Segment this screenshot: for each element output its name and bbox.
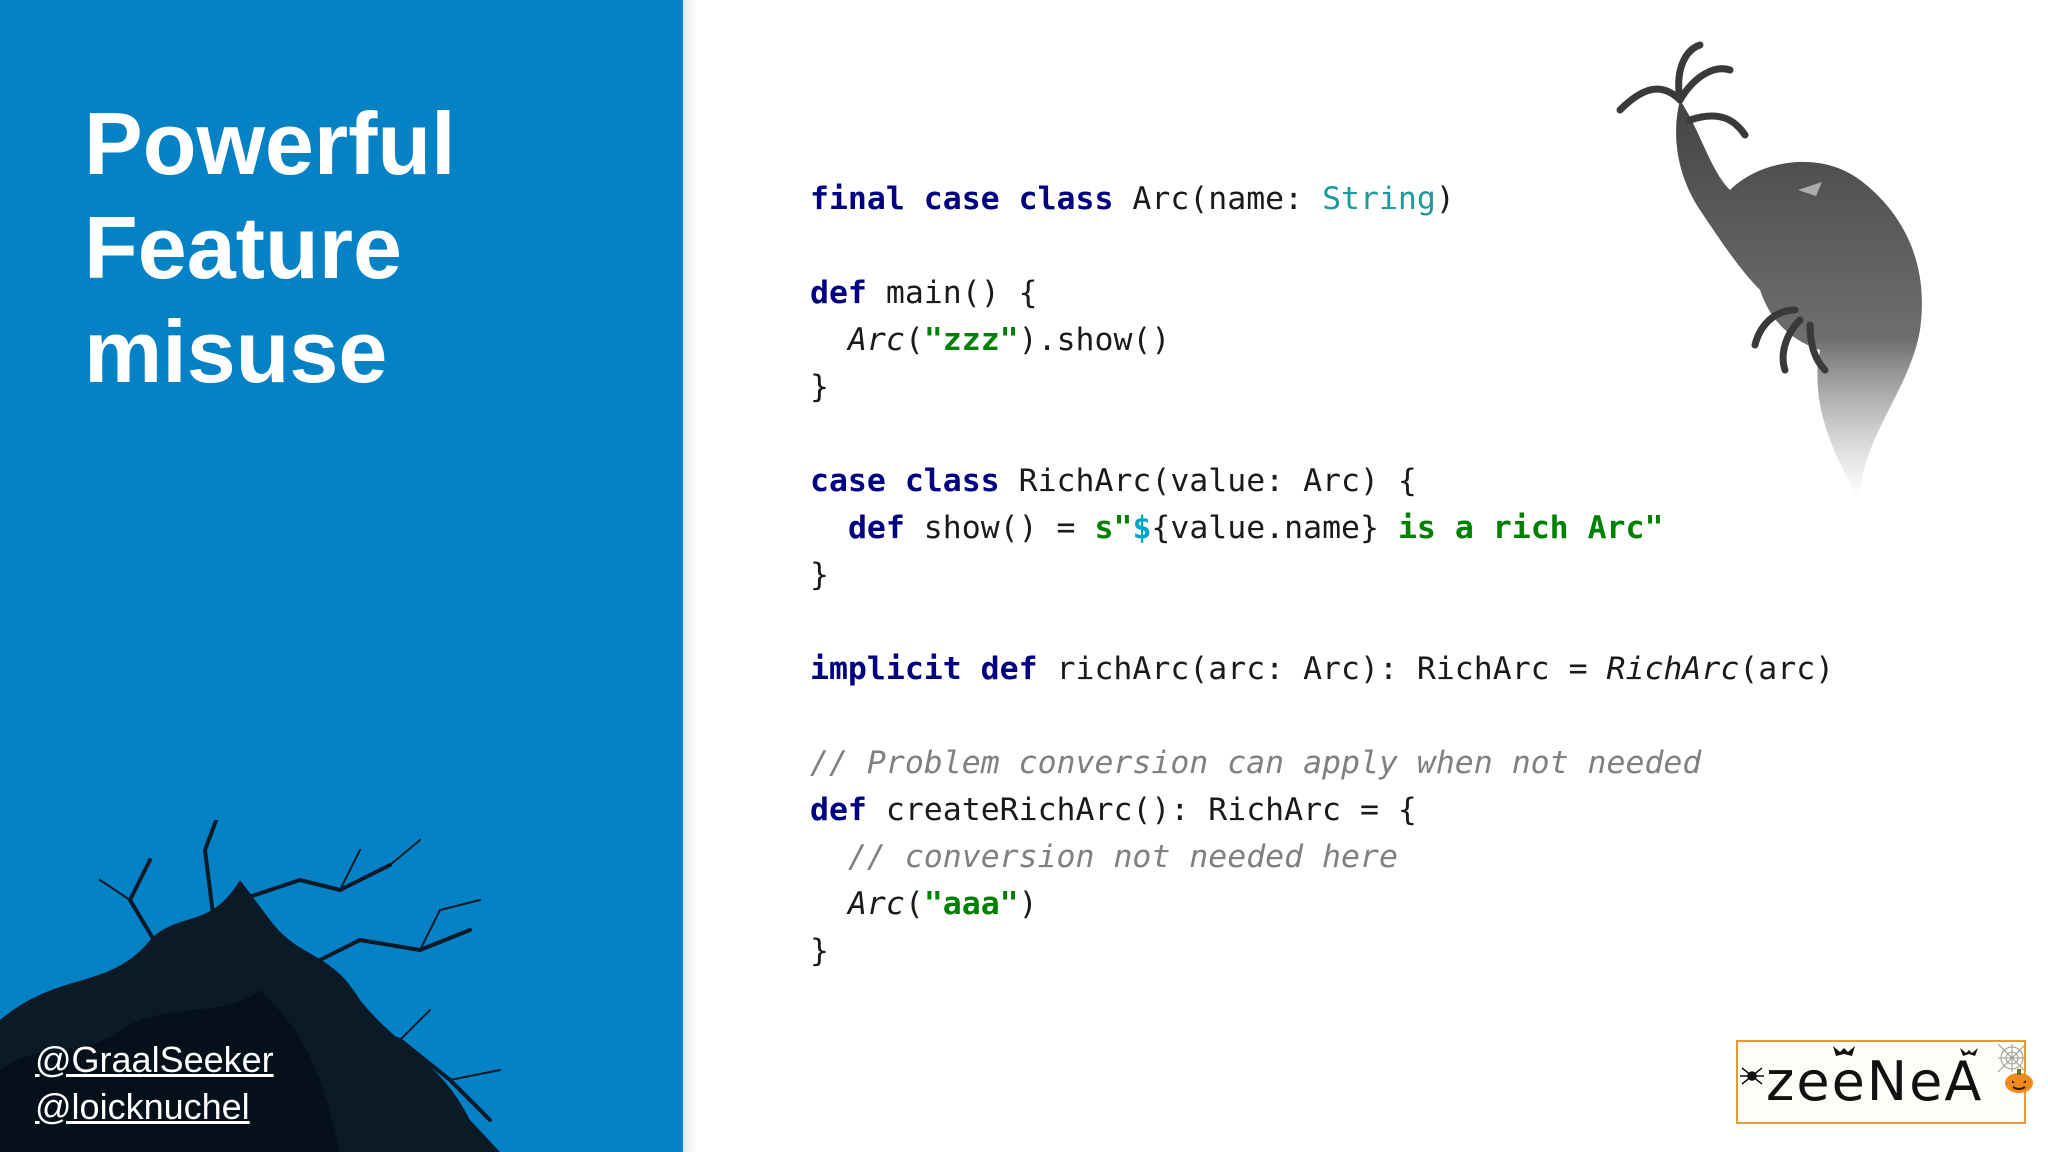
code-line-17: } bbox=[810, 928, 1834, 975]
code-token: case class bbox=[810, 463, 1000, 499]
code-line-14: def createRichArc(): RichArc = { bbox=[810, 787, 1834, 834]
code-token: createRichArc(): RichArc = { bbox=[866, 792, 1417, 828]
code-token: } bbox=[810, 933, 829, 969]
code-token: ( bbox=[904, 886, 924, 922]
code-token bbox=[810, 886, 848, 922]
spider-icon bbox=[1740, 1067, 1764, 1085]
code-line-9: } bbox=[810, 552, 1834, 599]
left-panel: Powerful Feature misuse @GraalSeeker @lo… bbox=[0, 0, 683, 1152]
code-line-8: def show() = s"${value.name} is a rich A… bbox=[810, 505, 1834, 552]
panel-shadow bbox=[683, 0, 697, 1152]
code-line-16: Arc("aaa") bbox=[810, 881, 1834, 928]
code-token: richArc(arc: Arc): RichArc = bbox=[1037, 651, 1607, 687]
code-token: "aaa" bbox=[923, 886, 1019, 922]
code-token: ( bbox=[904, 322, 924, 358]
code-line-12 bbox=[810, 693, 1834, 740]
code-token: Arc(name: bbox=[1113, 181, 1323, 217]
web-icon bbox=[1997, 1043, 2024, 1073]
logo-wordmark: zeeNeA bbox=[1766, 1050, 1984, 1113]
handle-graalseeker-link[interactable]: @GraalSeeker bbox=[35, 1039, 274, 1080]
code-token: } bbox=[810, 369, 829, 405]
code-line-10 bbox=[810, 599, 1834, 646]
slide-title: Powerful Feature misuse bbox=[84, 92, 456, 404]
code-line-15: // conversion not needed here bbox=[810, 834, 1834, 881]
bat-icon bbox=[1833, 1046, 1978, 1056]
code-token: "zzz" bbox=[923, 322, 1019, 358]
title-line-3: misuse bbox=[84, 302, 388, 401]
crack-illustration bbox=[0, 820, 501, 1152]
code-token: show() = bbox=[904, 510, 1095, 546]
code-token: String bbox=[1322, 181, 1436, 217]
code-token: (arc) bbox=[1739, 651, 1835, 687]
code-line-5: } bbox=[810, 364, 1834, 411]
code-line-3: def main() { bbox=[810, 270, 1834, 317]
zeenea-logo: zeeNeA bbox=[1736, 1040, 2026, 1124]
code-token: // conversion not needed here bbox=[847, 839, 1398, 875]
code-token: final case class bbox=[810, 181, 1114, 217]
code-token: RichArc(value: Arc) { bbox=[999, 463, 1417, 499]
code-token: {value.name} bbox=[1151, 510, 1379, 546]
code-token: def bbox=[810, 792, 867, 828]
code-token: Arc bbox=[847, 886, 905, 922]
code-token bbox=[810, 322, 848, 358]
social-handles: @GraalSeeker @loicknuchel bbox=[35, 1036, 274, 1130]
ghost-illustration bbox=[1616, 41, 1922, 500]
code-token: is a rich Arc" bbox=[1378, 510, 1664, 546]
code-token: // Problem conversion can apply when not… bbox=[810, 745, 1702, 781]
code-token: main() { bbox=[866, 275, 1038, 311]
pumpkin-icon bbox=[2005, 1069, 2033, 1093]
code-token: Arc bbox=[847, 322, 905, 358]
code-token: ).show() bbox=[1018, 322, 1171, 358]
code-token bbox=[810, 510, 848, 546]
code-token: def bbox=[847, 510, 905, 546]
code-line-13: // Problem conversion can apply when not… bbox=[810, 740, 1834, 787]
code-block: final case class Arc(name: String) def ma… bbox=[810, 176, 1834, 975]
logo-decorations bbox=[1740, 1043, 2024, 1085]
code-line-4: Arc("zzz").show() bbox=[810, 317, 1834, 364]
code-token: $ bbox=[1132, 510, 1152, 546]
code-line-7: case class RichArc(value: Arc) { bbox=[810, 458, 1834, 505]
code-token: s" bbox=[1094, 510, 1133, 546]
code-line-11: implicit def richArc(arc: Arc): RichArc … bbox=[810, 646, 1834, 693]
code-token: } bbox=[810, 557, 829, 593]
title-line-2: Feature bbox=[84, 198, 402, 297]
handle-loicknuchel-link[interactable]: @loicknuchel bbox=[35, 1086, 250, 1127]
code-token: ) bbox=[1435, 181, 1455, 217]
code-token: def bbox=[810, 275, 867, 311]
title-line-1: Powerful bbox=[84, 94, 456, 193]
code-token: RichArc bbox=[1606, 651, 1740, 687]
code-token: ) bbox=[1018, 886, 1038, 922]
code-token bbox=[810, 839, 848, 875]
code-line-1: final case class Arc(name: String) bbox=[810, 176, 1834, 223]
code-token: implicit def bbox=[810, 651, 1038, 687]
